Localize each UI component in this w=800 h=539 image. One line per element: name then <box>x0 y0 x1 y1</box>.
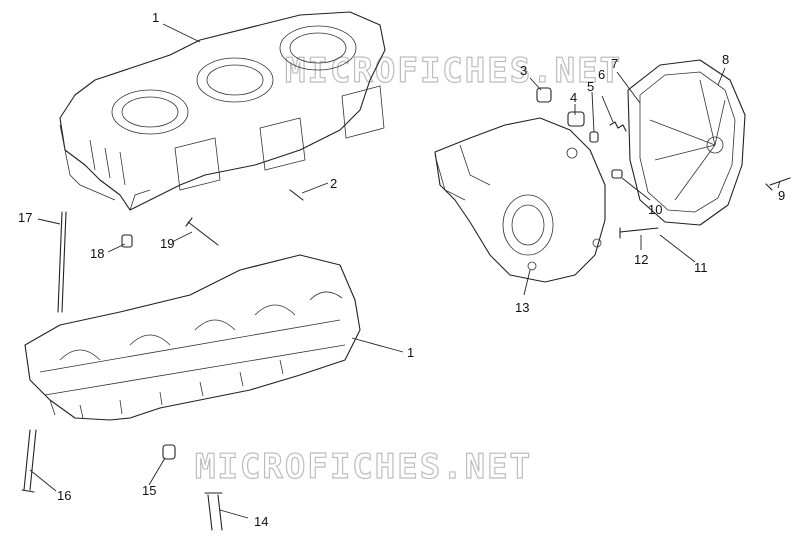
callout-14: 14 <box>254 514 268 529</box>
callout-1-top: 1 <box>152 10 159 25</box>
leader-lines <box>29 23 781 519</box>
callout-10: 10 <box>648 202 662 217</box>
magneto-housing <box>434 117 606 283</box>
callout-17: 17 <box>18 210 32 225</box>
callout-11: 11 <box>694 260 708 275</box>
callout-4: 4 <box>570 90 577 105</box>
upper-crankcase <box>59 11 386 211</box>
callout-19: 19 <box>160 236 174 251</box>
callout-7: 7 <box>611 56 618 71</box>
watermark-bottom: MICROFICHES.NET <box>195 447 532 487</box>
callout-2: 2 <box>330 176 337 191</box>
callout-8: 8 <box>722 52 729 67</box>
magneto-cover <box>627 59 746 226</box>
lower-crankcase <box>24 254 361 421</box>
callout-15: 15 <box>142 483 156 498</box>
callout-9: 9 <box>778 188 785 203</box>
callout-12: 12 <box>634 252 648 267</box>
callout-6: 6 <box>598 67 605 82</box>
callout-5: 5 <box>587 79 594 94</box>
callout-labels: 1 2 3 4 5 6 7 8 9 10 11 12 13 14 15 16 1… <box>18 10 785 529</box>
callout-18: 18 <box>90 246 104 261</box>
callout-3: 3 <box>520 63 527 78</box>
watermark-top: MICROFICHES.NET <box>285 51 622 91</box>
callout-1-lower: 1 <box>407 345 414 360</box>
callout-16: 16 <box>57 488 71 503</box>
callout-13: 13 <box>515 300 529 315</box>
